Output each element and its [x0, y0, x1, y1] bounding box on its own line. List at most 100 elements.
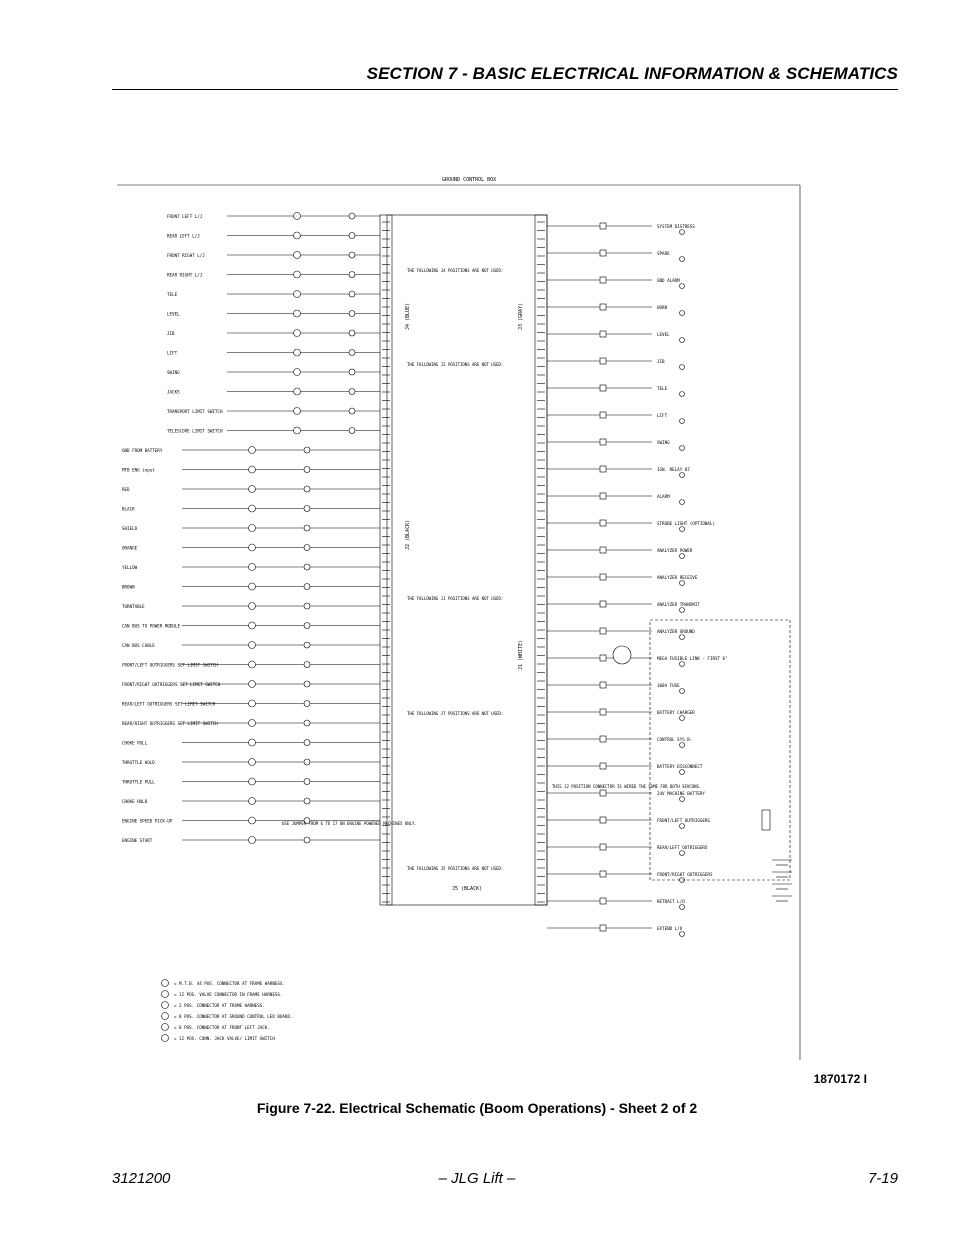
terminal-marker	[679, 634, 685, 640]
connector-pin-marker	[293, 426, 301, 435]
connector-pin-marker	[248, 504, 256, 513]
legend-symbol	[161, 979, 169, 987]
legend-entry: = 8 POS. CONNECTOR AT GROUND CONTROL LED…	[174, 1014, 293, 1019]
terminal-marker	[679, 580, 685, 586]
right-wire-label: FRONT/LEFT OUTRIGGERS	[657, 818, 710, 823]
connector-pin-marker	[293, 212, 301, 220]
connector-pin-marker	[293, 231, 301, 240]
connector-pin-marker	[599, 573, 607, 581]
left-wire-label: REAR/RIGHT OUTRIGGERS SET LIMIT SWITCH	[122, 721, 218, 726]
terminal-marker	[679, 823, 685, 829]
schematic-note: USE JUMPER FROM 6 TO 17 ON ENGINE POWERE…	[282, 821, 417, 826]
left-wire-label: TURNTABLE	[122, 604, 145, 609]
connector-pin-marker	[248, 758, 256, 766]
connector-pin-marker	[599, 897, 607, 905]
connector-strip-left	[379, 214, 393, 906]
right-wire-label: JIB	[657, 359, 665, 364]
connector-pin-marker	[348, 310, 356, 317]
right-wire-label: BATTERY DISCONNECT	[657, 764, 703, 769]
left-wire-label: ENGINE SPEED PICK-UP	[122, 819, 173, 824]
terminal-marker	[679, 553, 685, 559]
connector-pin-marker	[248, 777, 256, 786]
right-wire-label: EXTEND L/O	[657, 926, 683, 931]
connector-pin-marker	[303, 739, 311, 746]
connector-pin-marker	[248, 699, 256, 708]
connector-pin-marker	[599, 546, 607, 554]
connector-pin-marker	[293, 407, 301, 415]
terminal-marker	[679, 850, 685, 856]
left-wire-label: LEVEL	[167, 312, 180, 317]
connector-pin-marker	[303, 524, 311, 532]
right-wire-label: ANALYZER TRANSMIT	[657, 602, 700, 607]
connector-pin-marker	[599, 465, 607, 473]
left-wire-label: REAR/LEFT OUTRIGGERS SET LIMIT SWITCH	[122, 702, 216, 707]
connector-pin-marker	[248, 485, 256, 493]
left-wire-label: THROTTLE PULL	[122, 780, 155, 785]
ground-box-label: GROUND CONTROL BOX	[442, 177, 496, 183]
connector-label: J3 (GRAY)	[518, 303, 524, 330]
right-wire-label: GND ALARM	[657, 278, 680, 283]
right-wire-label: STROBE LIGHT (OPTIONAL)	[657, 521, 715, 526]
right-wire-label: IGN. RELAY 87	[657, 467, 690, 472]
legend-symbol	[161, 1034, 169, 1042]
right-wire-label: 24V MACHINE BATTERY	[657, 791, 705, 796]
connector-pin-marker	[348, 271, 356, 278]
connector-label: J1 (WHITE)	[518, 640, 524, 670]
connector-pin-marker	[348, 388, 356, 395]
terminal-marker	[679, 391, 685, 397]
connector-label: J2 (BLACK)	[405, 520, 411, 550]
connector-pin-marker	[599, 600, 607, 608]
right-wire-label: SWING	[657, 440, 670, 445]
motor-symbol	[612, 645, 632, 665]
footer-doc-number: 3121200	[112, 1170, 171, 1187]
terminal-marker	[679, 715, 685, 721]
connector-pin-marker	[599, 384, 607, 392]
legend-entry: = 12 POS. VALVE CONNECTOR IN FRAME HARNE…	[174, 992, 282, 997]
right-wire-label: REAR/LEFT OUTRIGGERS	[657, 845, 708, 850]
right-wire-label: SYSTEM DISTRESS	[657, 224, 695, 229]
connector-pin-marker	[348, 407, 356, 415]
right-wire-label: ANALYZER GROUND	[657, 629, 695, 634]
right-wire-label: RETRACT L/O	[657, 899, 685, 904]
connector-pin-marker	[248, 446, 256, 454]
connector-label: J5 (BLACK)	[452, 886, 482, 892]
connector-pin-marker	[248, 816, 256, 825]
right-wire-label: LIFT	[657, 413, 668, 418]
schematic-note: THE FOLLOWING J4 POSITIONS ARE NOT USED:	[407, 268, 503, 273]
connector-pin-marker	[248, 543, 256, 552]
connector-pin-marker	[348, 329, 356, 337]
terminal-marker	[679, 445, 685, 451]
left-wire-label: CHOKE HOLD	[122, 799, 148, 804]
right-wire-label: LEVEL	[657, 332, 670, 337]
connector-pin-marker	[348, 427, 356, 434]
left-wire-label: TELE	[167, 292, 178, 297]
connector-pin-marker	[293, 329, 301, 337]
legend-symbol	[161, 1023, 169, 1031]
connector-pin-marker	[599, 249, 607, 257]
connector-pin-marker	[248, 602, 256, 610]
legend-symbol	[161, 990, 169, 998]
terminal-marker	[679, 661, 685, 667]
terminal-marker	[679, 310, 685, 316]
connector-pin-marker	[303, 544, 311, 551]
left-wire-label: ENGINE START	[122, 838, 153, 843]
header-rule	[112, 89, 898, 90]
right-wire-label: ANALYZER POWER	[657, 548, 693, 553]
legend-entry: = 8 POS. CONNECTOR AT FRONT LEFT JACK.	[174, 1025, 270, 1030]
connector-pin-marker	[293, 348, 301, 357]
left-wire-label: SWING	[167, 370, 180, 375]
right-wire-label: MEGA FUSIBLE LINK - FIRST 6"	[657, 656, 728, 661]
left-wire-label: GND FROM BATTERY	[122, 448, 163, 453]
schematic-note: THE FOLLOWING J7 POSITIONS ARE NOT USED:	[407, 711, 503, 716]
left-wire-label: REAR LEFT L/J	[167, 234, 200, 239]
connector-pin-marker	[303, 680, 311, 688]
connector-pin-marker	[303, 758, 311, 766]
left-wire-label: CHOKE PULL	[122, 741, 148, 746]
connector-pin-marker	[248, 641, 256, 649]
schematic-note: THIS 12 POSITION CONNECTOR IS WIRED THE …	[552, 784, 701, 789]
legend-entry: = M.T.B. 44 POS. CONNECTOR AT FRAME HARN…	[174, 981, 285, 986]
connector-pin-marker	[599, 627, 607, 635]
footer-brand: – JLG Lift –	[438, 1170, 516, 1187]
terminal-marker	[679, 337, 685, 343]
left-wire-label: REAR RIGHT L/J	[167, 273, 202, 278]
